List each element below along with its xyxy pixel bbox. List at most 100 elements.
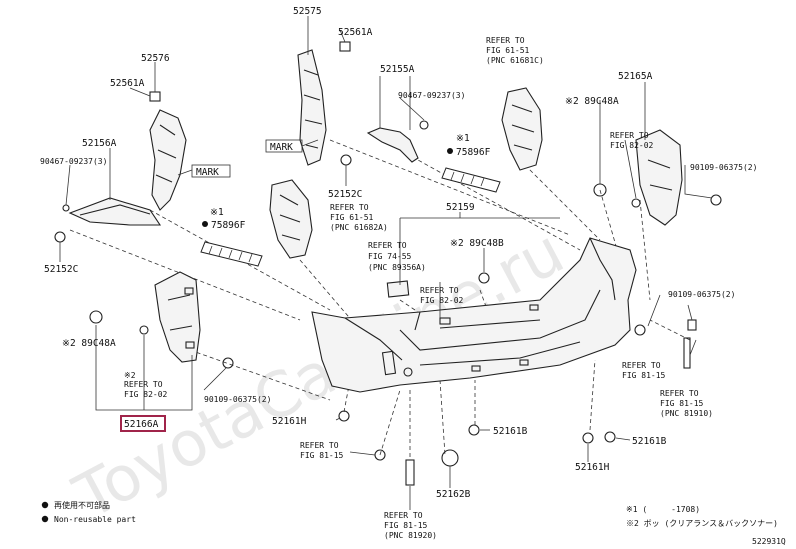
label-refer-82-02-center-1[interactable]: REFER TO	[420, 286, 459, 295]
label-refer-81-15-left-2[interactable]: FIG 81-15	[300, 451, 344, 460]
footnotes: ※1 ( -1708) ※2 ボッ (クリアランス＆バックソナー) 522931…	[626, 505, 786, 546]
label-52155A[interactable]: 52155A	[380, 64, 415, 75]
screw-90109-right-mid	[634, 324, 646, 336]
clip-52161B-center	[468, 424, 480, 436]
label-52161B-center[interactable]: 52161B	[493, 426, 528, 437]
part-52162B-cap	[441, 449, 459, 467]
label-refer-81920-2[interactable]: FIG 81-15	[384, 521, 428, 530]
label-52575[interactable]: 52575	[293, 6, 322, 17]
label-refer-82-02-right-1[interactable]: REFER TO	[610, 131, 649, 140]
label-89C48A-left[interactable]: ※2 89C48A	[62, 338, 116, 349]
screw-90109-right-top	[710, 194, 722, 206]
part-labels: 52575 52561A 52576 52561A 52156A 90467-0…	[40, 6, 757, 540]
label-refer-81-15-right-1[interactable]: REFER TO	[622, 361, 661, 370]
leader-lines	[59, 16, 713, 510]
label-refer-81910-3[interactable]: (PNC 81910)	[660, 409, 713, 418]
legend-item-en: Non-reusable part	[54, 515, 136, 524]
label-52159[interactable]: 52159	[446, 202, 475, 213]
legend-item-jp: 再使用不可部品	[54, 500, 110, 510]
label-refer-61681C-3[interactable]: (PNC 61681C)	[486, 56, 544, 65]
footnote-1: ※1 ( -1708)	[626, 505, 700, 514]
label-refer-61681C-1[interactable]: REFER TO	[486, 36, 525, 45]
clip-52561A-top	[339, 41, 351, 52]
clip-52561A-left	[149, 91, 161, 102]
label-75896F-left[interactable]: 75896F	[211, 220, 246, 231]
label-52161H[interactable]: 52161H	[272, 416, 307, 427]
part-52155A-reinforcement	[366, 127, 419, 163]
label-52166A[interactable]: 52166A	[124, 419, 159, 430]
mark-box-left	[191, 164, 231, 178]
part-52159-bracket	[386, 280, 410, 298]
clip-refer-81-15-right	[687, 319, 697, 331]
label-52152C-left[interactable]: 52152C	[44, 264, 78, 275]
label-refer-61682A-1[interactable]: REFER TO	[330, 203, 369, 212]
part-52165A-bracket	[635, 129, 683, 226]
label-note1-left: ※1	[210, 207, 224, 218]
part-75896F-sticker-left	[200, 241, 263, 267]
part-61682A-panel	[269, 179, 313, 259]
label-90109-right-top[interactable]: 90109-06375(2)	[690, 163, 757, 172]
label-90467-left[interactable]: 90467-09237(3)	[40, 157, 107, 166]
clip-52152C-left	[54, 231, 66, 243]
label-refer-81920-3[interactable]: (PNC 81920)	[384, 531, 437, 540]
label-mark-center: MARK	[270, 142, 293, 153]
rear-bumper-cover	[311, 237, 637, 393]
clip-52152C-center	[340, 154, 352, 166]
clip-89C48A-left	[89, 310, 103, 324]
clip-refer-82-02-right	[631, 198, 641, 208]
part-52575-retainer	[297, 49, 327, 166]
label-90467-center[interactable]: 90467-09237(3)	[398, 91, 465, 100]
part-52576-retainer	[149, 109, 187, 211]
label-52156A[interactable]: 52156A	[82, 138, 117, 149]
label-52576[interactable]: 52576	[141, 53, 170, 64]
highlight-52166A	[120, 415, 166, 432]
label-52161H-bottom[interactable]: 52161H	[575, 462, 610, 473]
label-52561A-top[interactable]: 52561A	[338, 27, 373, 38]
label-52152C-center[interactable]: 52152C	[328, 189, 362, 200]
label-refer-61682A-2[interactable]: FIG 61-51	[330, 213, 374, 222]
sensor-81910	[683, 337, 691, 369]
label-refer-89356A-1[interactable]: REFER TO	[368, 241, 407, 250]
assembly-guide-lines	[69, 139, 691, 460]
clip-52161B-right	[604, 431, 616, 443]
label-refer-61681C-2[interactable]: FIG 61-51	[486, 46, 530, 55]
legend: 再使用不可部品 Non-reusable part	[41, 500, 136, 524]
label-refer-82-02-right-2[interactable]: FIG 82-02	[610, 141, 654, 150]
label-refer-81920-1[interactable]: REFER TO	[384, 511, 423, 520]
label-refer-81-15-right-2[interactable]: FIG 81-15	[622, 371, 666, 380]
label-52161B-right[interactable]: 52161B	[632, 436, 667, 447]
label-refer-61682A-3[interactable]: (PNC 61682A)	[330, 223, 388, 232]
label-refer-89356A-3[interactable]: (PNC 89356A)	[368, 263, 426, 272]
part-75896F-sticker-center	[441, 167, 501, 193]
label-note2-left: ※2	[124, 371, 136, 380]
sensor-81920	[405, 459, 415, 486]
label-75896F-center[interactable]: 75896F	[456, 147, 491, 158]
non-reusable-dot-center	[447, 148, 453, 154]
label-89C48B[interactable]: ※2 89C48B	[450, 238, 504, 249]
part-61681C-panel	[501, 87, 543, 171]
label-52162B[interactable]: 52162B	[436, 489, 471, 500]
label-refer-81910-1[interactable]: REFER TO	[660, 389, 699, 398]
screw-90109-left	[222, 357, 234, 369]
label-refer-82-02-center-2[interactable]: FIG 82-02	[420, 296, 464, 305]
footnote-2: ※2 ボッ (クリアランス＆バックソナー)	[626, 519, 778, 528]
label-89C48A-right[interactable]: ※2 89C48A	[565, 96, 619, 107]
label-refer-81910-2[interactable]: FIG 81-15	[660, 399, 704, 408]
label-52561A-left[interactable]: 52561A	[110, 78, 145, 89]
label-90109-right-mid[interactable]: 90109-06375(2)	[668, 290, 735, 299]
clip-89C48B	[478, 272, 490, 284]
clip-note2-left	[139, 325, 149, 335]
label-refer-82-02-left-1[interactable]: REFER TO	[124, 380, 163, 389]
label-mark-left: MARK	[196, 167, 219, 178]
label-52165A[interactable]: 52165A	[618, 71, 653, 82]
non-reusable-dot-left	[202, 221, 208, 227]
label-refer-82-02-left-2[interactable]: FIG 82-02	[124, 390, 168, 399]
label-refer-81-15-left-1[interactable]: REFER TO	[300, 441, 339, 450]
clip-52161H-bottom	[582, 432, 594, 444]
screw-90467-center	[419, 120, 429, 130]
clip-52161H	[338, 410, 350, 422]
label-90109-left[interactable]: 90109-06375(2)	[204, 395, 271, 404]
mark-box-center	[265, 139, 303, 153]
label-refer-89356A-2[interactable]: FIG 74-55	[368, 252, 412, 261]
